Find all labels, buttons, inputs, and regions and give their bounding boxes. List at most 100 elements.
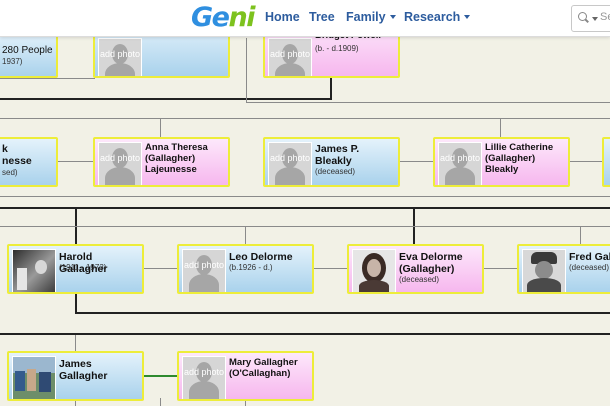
photo-placeholder[interactable]: add photo [438,142,482,185]
person-card-james-gallagher[interactable]: James Gallagher [7,351,144,401]
silhouette-shoulders [189,274,219,292]
connector-line [246,102,610,103]
photo-figure [39,372,51,392]
search-scope-dropdown-icon[interactable] [592,17,598,21]
connector-line [0,78,95,79]
connector-line [75,293,77,313]
connector-line [75,398,76,406]
photo-face [367,259,381,277]
spouse-line [143,268,179,269]
person-name: Leo Delorme [229,251,293,263]
photo-face [535,261,553,279]
spouse-line [58,161,94,162]
spouse-line [568,161,610,162]
photo-placeholder[interactable]: add photo [182,249,226,292]
chevron-down-icon [464,15,471,19]
silhouette-icon [112,44,128,64]
photo-figure [15,371,25,391]
connector-line [0,98,332,100]
connector-line [0,333,610,335]
person-name: nesse [2,155,32,167]
person-card-mary-gallagher[interactable]: add photo Mary Gallagher (O'Callaghan) [177,351,314,401]
person-card-eva-delorme[interactable]: Eva Delorme (Gallagher) (deceased) [347,244,484,294]
photo-placeholder[interactable]: add photo [182,356,226,399]
person-card-text: 280 People [2,45,53,56]
connector-line [160,398,161,406]
photo-cap [531,252,557,264]
connector-line [245,398,246,406]
search-input[interactable]: Se [571,5,610,32]
photo-figure [359,280,389,292]
silhouette-icon [282,44,298,64]
add-photo-label: add photo [269,49,311,59]
connector-line [0,196,610,197]
nav-research[interactable]: Research [404,10,471,24]
person-card-lillie-catherine[interactable]: add photo Lillie Catherine (Gallagher) B… [433,137,570,187]
person-dates: 1937) [2,57,23,66]
person-card-anna-theresa[interactable]: add photo Anna Theresa (Gallagher) Lajeu… [93,137,230,187]
connector-line [246,38,247,102]
add-photo-label: add photo [439,153,481,163]
silhouette-shoulders [445,167,475,185]
connector-line [0,207,610,209]
person-photo[interactable] [12,249,56,292]
add-photo-label: add photo [183,367,225,377]
add-photo-label: add photo [183,260,225,270]
person-name: Lillie Catherine (Gallagher) Bleakly [485,142,554,175]
person-dates: (deceased) [399,275,440,284]
nav-home[interactable]: Home [265,10,300,24]
photo-placeholder[interactable]: add photo [98,38,142,76]
chevron-down-icon [389,15,396,19]
person-photo[interactable] [12,356,56,399]
photo-placeholder[interactable]: add photo [98,142,142,185]
spouse-line [143,375,179,377]
photo-figure [527,278,561,292]
photo-placeholder[interactable]: add photo [268,38,312,76]
geni-logo[interactable]: Geni [191,2,255,33]
person-card-top-left[interactable]: 280 People 1937) [0,30,58,78]
add-photo-label: add photo [99,49,141,59]
connector-line [0,226,610,227]
person-name: James Gallagher [59,358,108,382]
person-photo[interactable] [352,249,396,292]
connector-line [580,226,581,245]
person-dates: (1911 - 1973) [59,263,107,272]
photo-figure [27,369,36,391]
silhouette-icon [282,148,298,168]
person-name: Harold Gallagher [59,251,108,275]
photo-sky [13,357,55,373]
silhouette-icon [452,148,468,168]
person-card-james-bleakly[interactable]: add photo James P. Bleakly (deceased) [263,137,400,187]
nav-tree[interactable]: Tree [309,10,335,24]
photo-placeholder[interactable]: add photo [268,142,312,185]
silhouette-shoulders [275,63,305,76]
person-photo[interactable] [522,249,566,292]
add-photo-label: add photo [269,153,311,163]
person-dates: (deceased) [315,167,356,176]
logo-text-part: Ge [191,2,230,33]
person-dates: (b. - d.1909) [315,44,359,53]
add-photo-label: add photo [99,153,141,163]
connector-line [0,118,610,119]
silhouette-icon [196,362,212,382]
silhouette-shoulders [105,167,135,185]
person-dates: (b.1926 - d.) [229,263,273,272]
person-card-leo-delorme[interactable]: add photo Leo Delorme (b.1926 - d.) [177,244,314,294]
silhouette-shoulders [275,167,305,185]
photo-figure [35,260,47,274]
person-card-right-fragment[interactable] [602,137,610,187]
silhouette-shoulders [189,381,219,399]
connector-line [160,118,161,138]
connector-line [500,118,501,138]
person-card-left-fragment[interactable]: k nesse sed) [0,137,58,187]
connector-line [330,78,332,100]
nav-family[interactable]: Family [346,10,396,24]
person-card-fred-gallagher[interactable]: Fred Galla (deceased) [517,244,610,294]
silhouette-shoulders [105,63,135,76]
spouse-line [313,268,349,269]
person-card-harold-gallagher[interactable]: Harold Gallagher (1911 - 1973) [7,244,144,294]
connector-line [75,312,610,314]
connector-line [75,335,76,352]
nav-research-label: Research [404,10,461,24]
person-name: Fred Galla [569,251,610,263]
